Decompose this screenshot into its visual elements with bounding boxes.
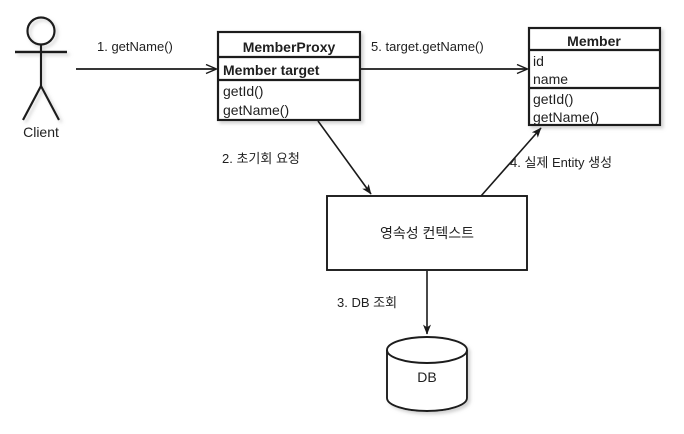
database-top-icon [386,336,468,364]
actor-leg-left-icon [22,85,42,121]
persistence-context-label: 영속성 컨텍스트 [380,225,474,241]
memberproxy-title: MemberProxy [243,39,336,55]
member-title: Member [567,33,621,49]
member-operation-getname: getName() [533,109,599,125]
node-persistence-context[interactable] [326,195,528,271]
member-outline [527,26,662,127]
memberproxy-operation-getname: getName() [223,102,289,118]
persistence-context-outline [326,195,528,271]
edge-1-label: 1. getName() [97,39,173,54]
edge-4-arrow [480,127,542,197]
database-body-icon [386,350,468,412]
database-label: DB [417,369,436,385]
actor-head-icon [26,16,56,46]
member-attribute-name: name [533,71,568,87]
member-operation-getid: getId() [533,91,573,107]
member-attribute-id: id [533,53,544,69]
actor-leg-right-icon [40,85,60,121]
memberproxy-operation-getid: getId() [223,83,263,99]
edge-2-label: 2. 초기회 요청 [222,151,300,166]
edge-3-label: 3. DB 조회 [337,295,397,310]
edge-5-label: 5. target.getName() [371,39,484,54]
node-database[interactable] [386,336,468,412]
memberproxy-outline [216,30,362,122]
class-box-memberproxy[interactable] [216,30,362,122]
edge-4-label: 4. 실제 Entity 생성 [510,155,612,170]
class-box-member[interactable] [527,26,662,127]
edge-2-arrow [317,120,372,195]
actor-client [15,16,67,121]
memberproxy-attribute-target: Member target [223,62,320,78]
actor-client-label: Client [23,124,59,140]
